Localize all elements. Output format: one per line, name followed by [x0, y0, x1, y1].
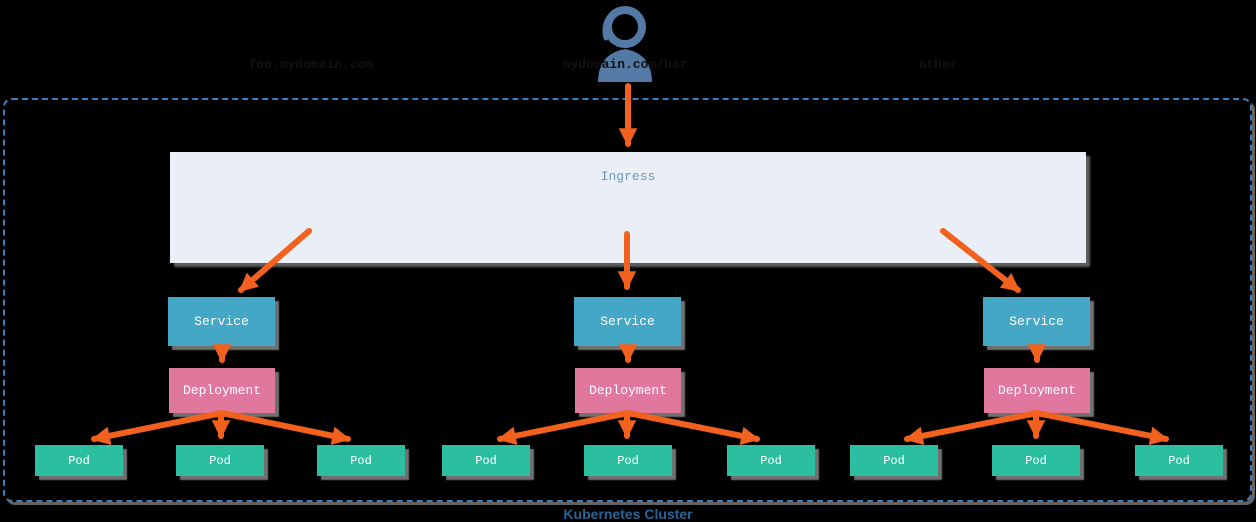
pod-node: Pod [992, 445, 1080, 476]
pod-node: Pod [35, 445, 123, 476]
user-icon [592, 2, 658, 86]
deployment-node: Deployment [169, 368, 275, 413]
service-node: Service [574, 297, 681, 346]
pod-node: Pod [176, 445, 264, 476]
pod-node: Pod [1135, 445, 1223, 476]
service-node: Service [983, 297, 1090, 346]
cluster-label: Kubernetes Cluster [563, 506, 693, 522]
ingress-title: Ingress [600, 169, 656, 184]
service-node: Service [168, 297, 275, 346]
deployment-node: Deployment [984, 368, 1090, 413]
pod-node: Pod [442, 445, 530, 476]
pod-node: Pod [850, 445, 938, 476]
pod-node: Pod [317, 445, 405, 476]
ingress-rule-bar: mydomain.com/bar [562, 57, 688, 72]
deployment-node: Deployment [575, 368, 681, 413]
ingress-rule-foo: foo.mydomain.com [248, 57, 374, 72]
pod-node: Pod [584, 445, 672, 476]
pod-node: Pod [727, 445, 815, 476]
ingress-box: Ingress [170, 152, 1086, 263]
ingress-rule-other: other [918, 57, 958, 72]
